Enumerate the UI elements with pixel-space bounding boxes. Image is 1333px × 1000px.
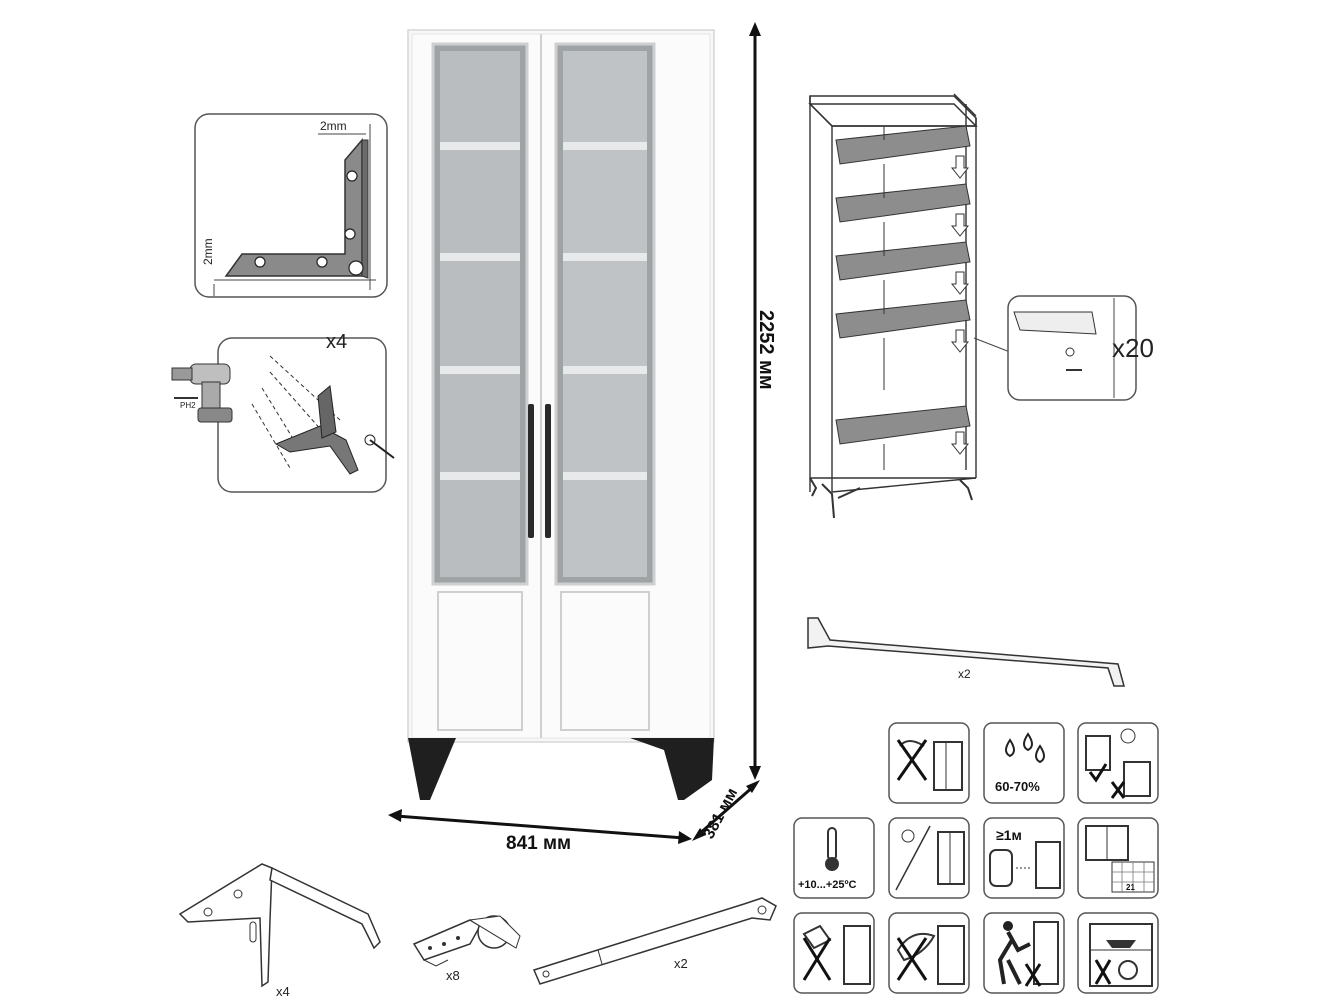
height-label: 2252 мм xyxy=(755,310,777,390)
shelf-pin-count: x20 xyxy=(1112,333,1154,363)
no-liquid-icon xyxy=(888,722,970,804)
height-dimension: 2252 мм xyxy=(749,22,777,780)
corner-gap-detail: 2mm 2mm xyxy=(194,113,388,298)
humidity-icon: 60-70% xyxy=(983,722,1065,804)
leg-mount-detail: x4 PH2 xyxy=(171,331,395,493)
no-heavy-load-icon xyxy=(1077,912,1159,994)
leg-mount-count: x4 xyxy=(326,331,347,353)
width-dimension: 841 мм xyxy=(388,809,692,854)
drill-icon xyxy=(171,363,233,423)
hinge-part: x8 xyxy=(412,915,521,983)
corner-gap-side-label: 2mm xyxy=(201,238,215,265)
hinge-part-count: x8 xyxy=(446,968,460,983)
depth-label: 381 мм xyxy=(701,786,742,842)
no-abrasive-cleaning-icon xyxy=(888,912,970,994)
bit-label: PH2 xyxy=(180,401,196,410)
handle-part: x2 xyxy=(807,617,1125,687)
handle-count: x2 xyxy=(958,667,971,681)
temperature-icon: +10...+25ºC xyxy=(793,817,875,899)
humidity-label: 60-70% xyxy=(995,779,1040,794)
no-pushing-icon xyxy=(983,912,1065,994)
cabinet-front-view xyxy=(407,29,715,800)
leg-part: x4 xyxy=(178,863,381,999)
shelf-pin-diagram: x20 xyxy=(808,93,1154,519)
no-spray-icon xyxy=(793,912,875,994)
care-icons: 60-70% +10...+25ºC ≥1м xyxy=(793,722,1159,994)
corner-gap-top-label: 2mm xyxy=(320,119,347,133)
heater-distance-icon: ≥1м xyxy=(983,817,1065,899)
strap-part-count: x2 xyxy=(674,956,688,971)
no-sunlight-icon xyxy=(888,817,970,899)
temperature-label: +10...+25ºC xyxy=(798,879,857,891)
strap-part: x2 xyxy=(532,897,777,985)
calendar-day-label: 21 xyxy=(1126,883,1135,892)
distance-label: ≥1м xyxy=(996,827,1022,843)
leg-part-count: x4 xyxy=(276,984,290,999)
door-install-icon xyxy=(1077,722,1159,804)
width-label: 841 мм xyxy=(506,833,571,854)
acclimatization-icon: 21 xyxy=(1077,817,1159,899)
depth-dimension: 381 мм xyxy=(692,780,760,842)
